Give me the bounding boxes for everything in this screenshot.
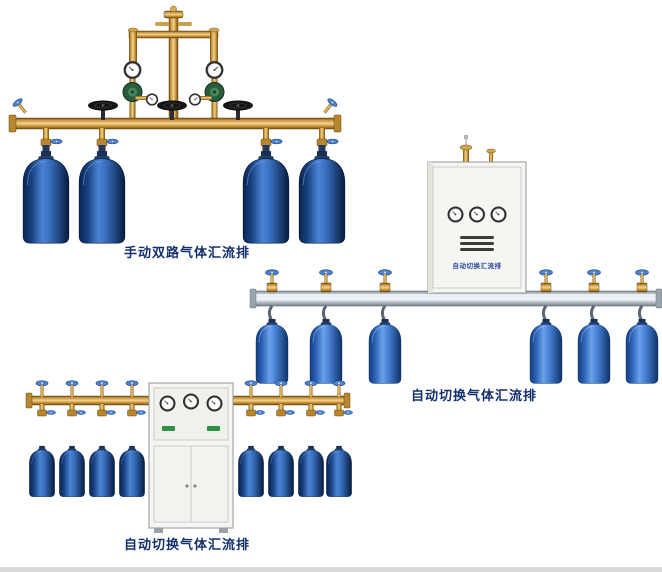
control-cabinet bbox=[148, 382, 234, 533]
gas-cylinder bbox=[23, 128, 69, 243]
vent-slit bbox=[460, 248, 494, 251]
regulator-station-left bbox=[123, 61, 158, 120]
wing-valve bbox=[155, 22, 169, 26]
bottom-strip bbox=[0, 567, 662, 572]
handwheel-valve bbox=[156, 100, 188, 120]
gas-cylinder bbox=[310, 270, 342, 384]
pressure-gauge bbox=[468, 206, 486, 223]
gas-cylinder bbox=[369, 270, 401, 384]
cabinet-foot bbox=[154, 528, 163, 533]
pipe-cap bbox=[170, 5, 177, 13]
manual-dual-manifold-photo: 手动双路气体汇流排 bbox=[8, 5, 345, 260]
valve-handwheel bbox=[459, 144, 473, 151]
door-handle bbox=[185, 484, 189, 488]
control-cabinet: 自动切换汇流排 bbox=[427, 134, 527, 294]
cabinet-foot bbox=[219, 528, 228, 533]
manifold-center-riser bbox=[155, 5, 192, 121]
gas-cylinder bbox=[79, 128, 125, 243]
valve-handwheel bbox=[486, 148, 496, 154]
gas-cylinder bbox=[243, 128, 289, 243]
pressure-gauge bbox=[490, 206, 507, 223]
manifold-branch-pipes bbox=[127, 27, 220, 67]
pressure-gauge bbox=[206, 395, 223, 412]
wing-valve bbox=[178, 22, 192, 26]
end-valve-right bbox=[323, 96, 339, 114]
silver-manifold-bar bbox=[249, 288, 662, 309]
pressure-gauge bbox=[182, 393, 200, 410]
door-handle bbox=[193, 484, 197, 488]
auto-switch-manifold-2-photo: 自动切换气体汇流排 bbox=[25, 381, 353, 552]
handwheel-valve bbox=[222, 100, 254, 120]
caption-auto-switch-manifold-2: 自动切换气体汇流排 bbox=[124, 537, 250, 552]
handwheel-valve bbox=[87, 100, 119, 120]
manifold-main-pipe bbox=[25, 392, 351, 409]
cabinet-label: 自动切换汇流排 bbox=[453, 261, 502, 270]
caption-auto-switch-manifold: 自动切换气体汇流排 bbox=[411, 388, 537, 403]
gas-cylinder bbox=[626, 270, 658, 384]
auto-switch-manifold-photo: 自动切换汇流排 自动切换气体汇流排 bbox=[249, 134, 662, 403]
gas-cylinder bbox=[256, 270, 288, 384]
indicator-label bbox=[207, 426, 220, 431]
vent-slit bbox=[460, 242, 494, 245]
manifold-main-pipe bbox=[8, 114, 342, 133]
gas-cylinder-stations bbox=[23, 128, 345, 243]
indicator-label bbox=[162, 426, 175, 431]
vent-slit bbox=[460, 236, 494, 239]
gas-cylinder bbox=[578, 270, 610, 384]
caption-manual-dual-manifold: 手动双路气体汇流排 bbox=[124, 245, 250, 260]
regulator-station-right bbox=[189, 61, 224, 120]
pressure-gauge bbox=[447, 206, 464, 223]
end-valve-left bbox=[11, 96, 27, 114]
gas-cylinder bbox=[299, 128, 345, 243]
gas-cylinder bbox=[530, 270, 562, 384]
pressure-gauge bbox=[159, 395, 176, 412]
